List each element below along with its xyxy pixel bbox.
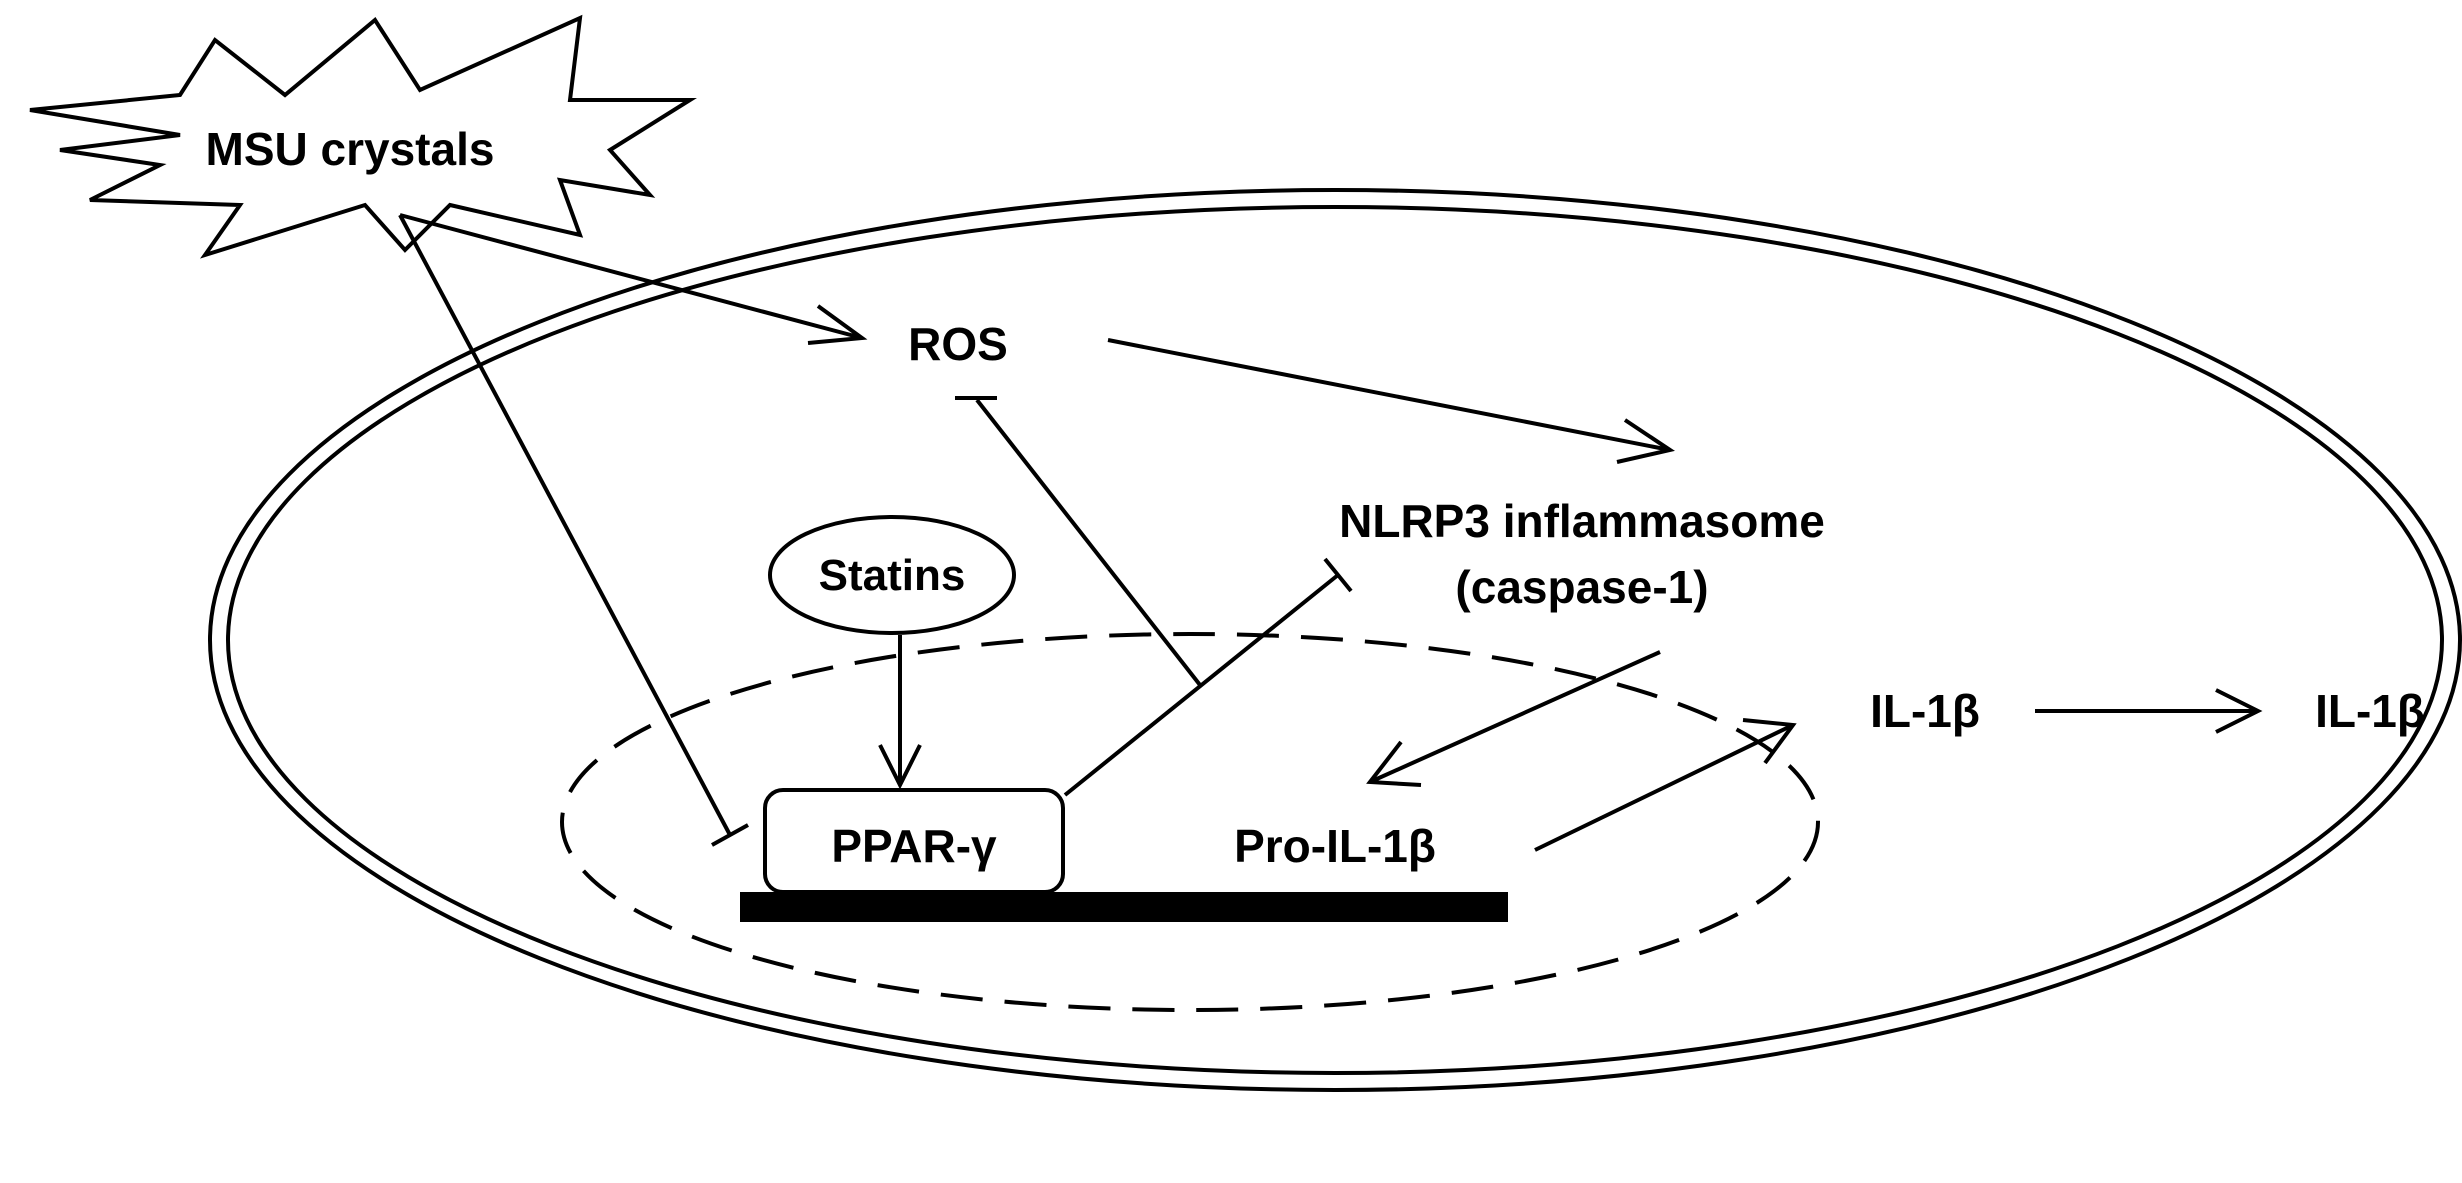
- cell-membrane-outer: [208, 188, 2462, 1092]
- statins-label: Statins: [819, 551, 966, 600]
- nucleus-boundary: [560, 632, 1820, 1012]
- msu-crystals-starburst: [29, 14, 697, 259]
- edge-msu-inhibits-ppar: [398, 214, 732, 836]
- il1b-intracellular-label: IL-1β: [1870, 685, 1980, 737]
- inhibition-bar-msu-ppar: [711, 823, 749, 847]
- edge-pro-il1b-to-il1b: [1534, 723, 1794, 852]
- nlrp3-label-line2: (caspase-1): [1455, 561, 1708, 613]
- edge-nlrp3-to-pro-il1b: [1369, 650, 1661, 784]
- statins-node: [768, 515, 1016, 635]
- ros-label: ROS: [908, 318, 1008, 370]
- il1b-extracellular-label: IL-1β: [2315, 685, 2425, 737]
- arrowhead-statins-to-ppar: [878, 744, 922, 790]
- arrowhead-ros-to-nlrp3: [1616, 418, 1675, 464]
- dna-bar: [740, 892, 1508, 922]
- arrowhead-pro-il1b-to-il1b: [1742, 718, 1797, 765]
- pro-il1b-label: Pro-IL-1β: [1234, 820, 1436, 872]
- inhibition-bar-ppar-nlrp3: [1323, 557, 1353, 593]
- edge-msu-to-ros: [399, 213, 863, 340]
- arrowhead-il1b-secretion: [2215, 688, 2263, 734]
- arrowhead-nlrp3-to-pro-il1b: [1366, 740, 1422, 787]
- edge-ppar-inhibits-nlrp3: [1063, 573, 1340, 797]
- nlrp3-label-line1: NLRP3 inflammasome: [1339, 495, 1825, 547]
- edge-ros-to-nlrp3: [1107, 338, 1671, 452]
- msu-crystals-label: MSU crystals: [206, 123, 495, 175]
- ppar-gamma-box: [763, 788, 1065, 894]
- cell-membrane-inner: [226, 205, 2444, 1075]
- edge-ppar-inhibits-ros: [975, 398, 1202, 687]
- arrowhead-msu-to-ros: [807, 304, 868, 345]
- ppar-gamma-label: PPAR-γ: [831, 820, 997, 872]
